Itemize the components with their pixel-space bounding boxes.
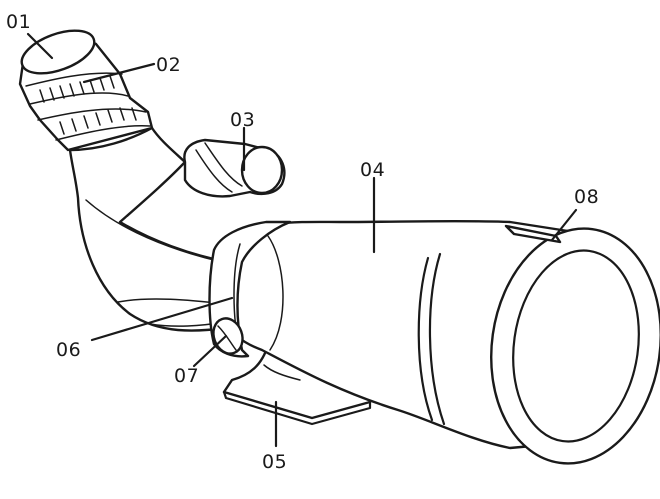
focus-knob [183, 138, 286, 198]
leader-07 [192, 334, 228, 368]
eyepiece-knurl [39, 75, 137, 135]
leader-02 [82, 62, 156, 84]
callout-08: 08 [574, 186, 599, 208]
callout-07: 07 [174, 365, 199, 387]
callout-labels: 01 02 03 04 05 06 07 08 [6, 11, 599, 473]
leader-06 [90, 296, 234, 342]
eyepiece [18, 29, 154, 152]
lens-shade [417, 224, 660, 465]
callout-04: 04 [360, 159, 385, 181]
callout-06: 06 [56, 339, 81, 361]
callout-01: 01 [6, 11, 31, 33]
leader-01 [26, 32, 54, 60]
callout-03: 03 [230, 109, 255, 131]
leader-08 [550, 208, 578, 242]
eyepiece-housing [68, 126, 230, 332]
leader-lines [26, 32, 578, 448]
callout-02: 02 [156, 54, 181, 76]
callout-05: 05 [262, 451, 287, 473]
lock-knob [212, 317, 244, 355]
